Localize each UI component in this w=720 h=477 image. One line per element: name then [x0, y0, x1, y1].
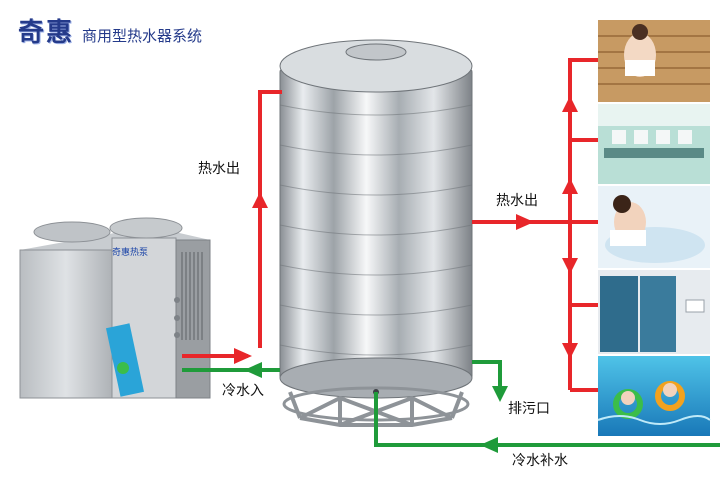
scene-swimming-pool — [597, 356, 711, 436]
label-hot-water-out-right: 热水出 — [496, 193, 538, 209]
water-tank — [279, 39, 473, 427]
hot-water-arrows — [234, 96, 578, 364]
label-hot-water-out-left: 热水出 — [198, 161, 240, 177]
scene-sauna — [598, 20, 710, 102]
cold-water-arrows — [244, 362, 508, 453]
brand-header: 奇惠 商用型热水器系统 — [18, 12, 202, 49]
brand-logo: 奇惠 — [18, 18, 75, 48]
heat-pump-panel-text: 奇惠热泵 — [112, 246, 148, 258]
scene-washroom — [598, 104, 710, 184]
brand-subtitle: 商用型热水器系统 — [82, 27, 203, 45]
label-drain-outlet: 排污口 — [508, 401, 550, 417]
scene-bathtub — [598, 186, 710, 268]
cold-water-pipes — [182, 360, 720, 447]
label-cold-water-in: 冷水入 — [222, 383, 264, 399]
label-cold-water-supply: 冷水补水 — [512, 453, 568, 469]
scene-restroom — [598, 270, 710, 354]
heat-pump-unit: 奇惠热泵 — [19, 217, 211, 399]
hot-water-pipes — [182, 58, 598, 392]
